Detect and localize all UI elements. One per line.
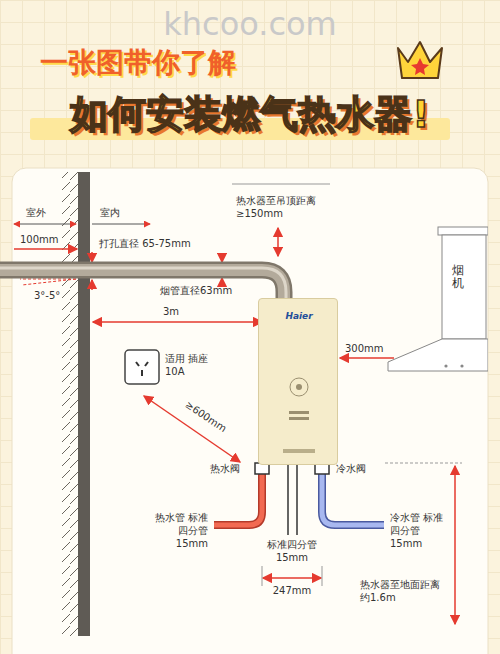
dimension-label: 3m — [163, 305, 193, 318]
pipe-label: 标准四分管 15mm — [262, 538, 322, 564]
valve-label: 冷水阀 — [336, 462, 376, 475]
watermark: khcoo.com — [150, 4, 350, 46]
pipe-label: 热水管 标准四分管 15mm — [150, 511, 208, 550]
water-heater: Haier — [258, 298, 338, 465]
range-hood: 烟机 — [386, 226, 488, 372]
hood-label: 烟机 — [452, 264, 464, 290]
ceiling-line — [232, 184, 330, 185]
zone-label: 室内 — [100, 206, 140, 219]
panel — [12, 168, 488, 654]
socket-label: 适用 插座10A — [165, 352, 213, 378]
brand-logo: Haier — [259, 311, 339, 323]
dimension-label: 烟管直径63mm — [160, 284, 260, 297]
flue-pipe — [0, 268, 286, 302]
dimension-label: 300mm — [345, 342, 395, 355]
dimension-label: 热水器至吊顶距离 ≥150mm — [236, 194, 322, 220]
dimension-label: 247mm — [262, 584, 322, 597]
dimension-label: ≥600mm — [177, 394, 234, 438]
crown-icon — [398, 42, 442, 78]
hood-outline — [386, 226, 488, 372]
main-title: 如何安装燃气热水器! — [20, 92, 480, 138]
socket — [125, 350, 159, 384]
heater-panel — [259, 299, 339, 466]
pipe-label: 冷水管 标准四分管 15mm — [390, 511, 448, 550]
dimension-label: 打孔直径 65-75mm — [99, 237, 219, 250]
dimension-label: 热水器至地面距离 约1.6m — [360, 578, 448, 604]
dimension-label: 100mm — [20, 233, 70, 246]
subtitle: 一张图带你了解 — [40, 46, 280, 80]
valve-label: 热水阀 — [210, 462, 250, 475]
angle-label: 3°-5° — [34, 289, 74, 302]
wall — [62, 172, 90, 636]
zone-label: 室外 — [26, 206, 66, 219]
dimension-arrows — [14, 224, 462, 624]
